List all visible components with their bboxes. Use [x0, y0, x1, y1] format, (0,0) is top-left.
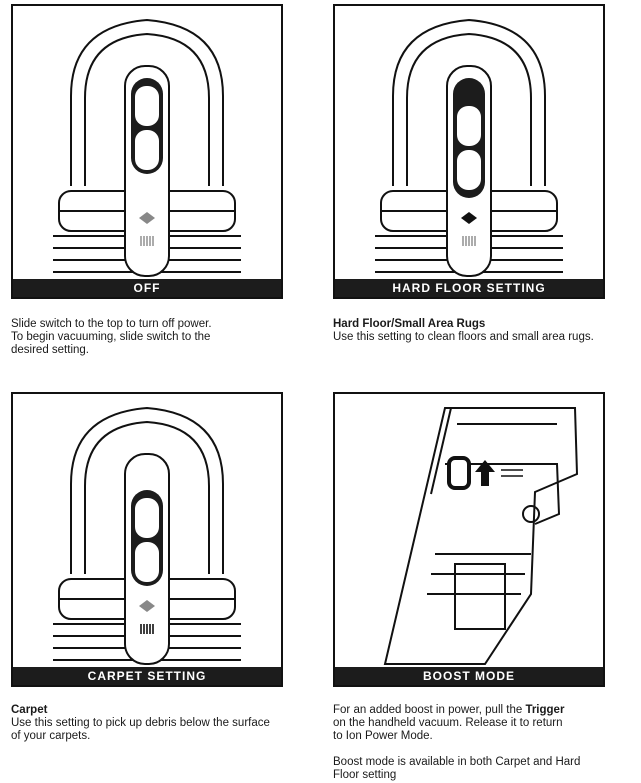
boost-desc-prefix: For an added boost in power, pull the [333, 704, 526, 716]
carpet-icon [140, 624, 154, 634]
handheld-vacuum-illustration [383, 407, 579, 665]
vacuum-head-illustration [375, 18, 563, 277]
panel-off: OFF [11, 4, 283, 299]
carpet-desc-line: of your carpets. [11, 730, 91, 742]
carpet-title: Carpet [11, 704, 48, 716]
carpet-desc-line: Use this setting to pick up debris below… [11, 717, 270, 729]
off-desc-line: Slide switch to the top to turn off powe… [11, 318, 212, 330]
panel-caption: HARD FLOOR SETTING [335, 279, 603, 297]
off-desc-line: To begin vacuuming, slide switch to the [11, 331, 211, 343]
panel-hard-floor: HARD FLOOR SETTING [333, 4, 605, 299]
vacuum-head-illustration [53, 18, 241, 277]
boost-note-line: Boost mode is available in both Carpet a… [333, 756, 581, 768]
trigger-arrow-icon [447, 456, 523, 490]
panel-caption: CARPET SETTING [13, 667, 281, 685]
carpet-description: Carpet Use this setting to pick up debri… [11, 704, 311, 743]
panel-carpet: CARPET SETTING [11, 392, 283, 687]
trigger-label: Trigger [525, 704, 565, 716]
hard-floor-desc-line: Use this setting to clean floors and sma… [333, 331, 594, 343]
hard-floor-title: Hard Floor/Small Area Rugs [333, 318, 486, 330]
carpet-icon [140, 236, 154, 246]
hard-floor-icon [461, 212, 477, 224]
vacuum-head-illustration [53, 406, 241, 665]
boost-description: For an added boost in power, pull the Tr… [333, 704, 633, 782]
hard-floor-description: Hard Floor/Small Area Rugs Use this sett… [333, 318, 633, 344]
boost-note-line: Floor setting [333, 769, 397, 781]
hard-floor-icon [139, 212, 155, 224]
off-description: Slide switch to the top to turn off powe… [11, 318, 311, 357]
off-desc-line: desired setting. [11, 344, 89, 356]
boost-desc-line: For an added boost in power, pull the Tr… [333, 704, 633, 717]
carpet-icon [462, 236, 476, 246]
hard-floor-icon [139, 600, 155, 612]
panel-boost: BOOST MODE [333, 392, 605, 687]
boost-desc-line: to Ion Power Mode. [333, 730, 433, 742]
boost-desc-line: on the handheld vacuum. Release it to re… [333, 717, 563, 729]
panel-caption: OFF [13, 279, 281, 297]
panel-caption: BOOST MODE [335, 667, 603, 685]
